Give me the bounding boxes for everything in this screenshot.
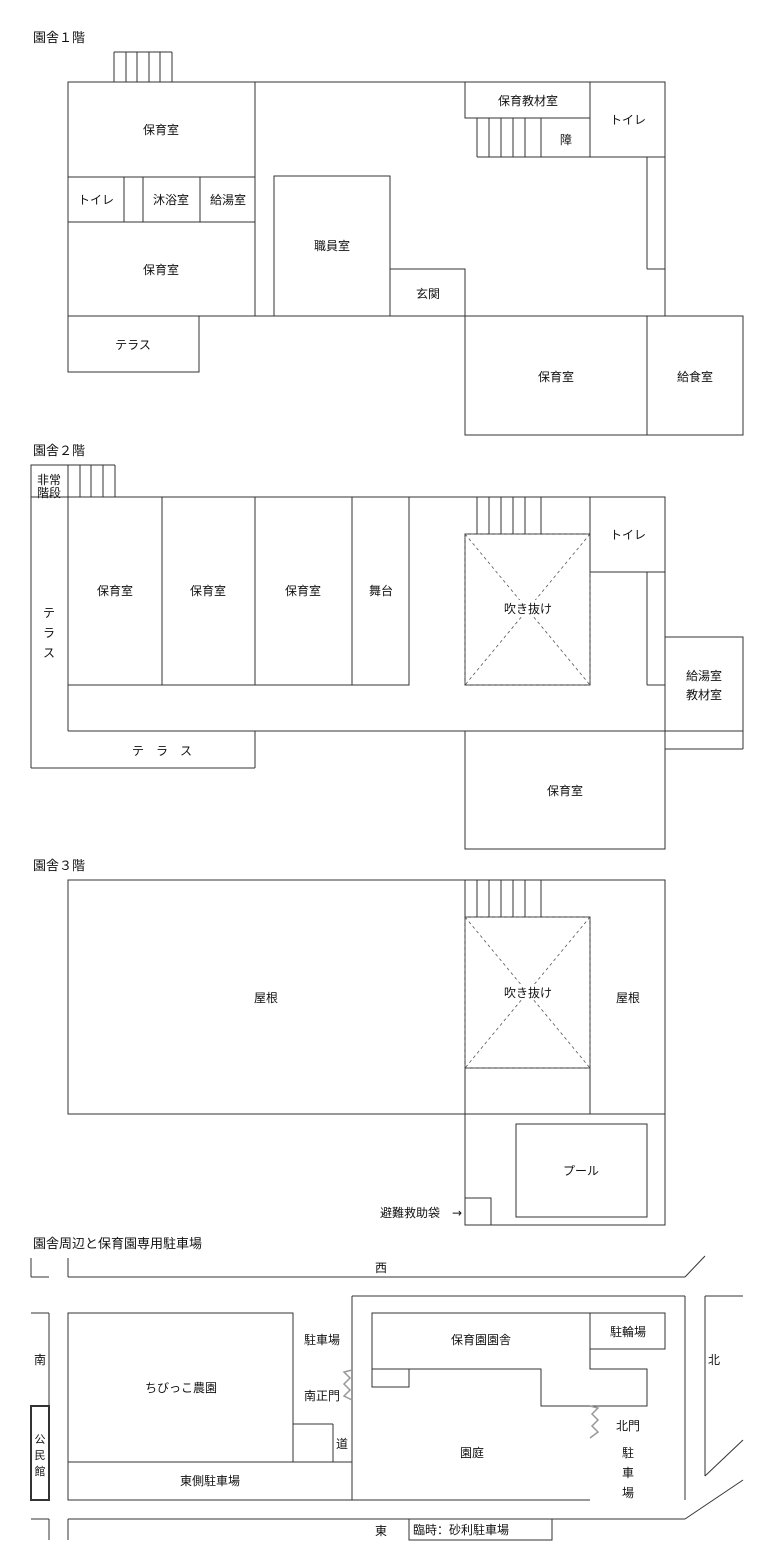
site-label-hall-1: 公 xyxy=(35,1433,46,1446)
f2-label-emergency-2: 階段 xyxy=(37,485,61,500)
f1-room-hoiku-a xyxy=(67,81,256,178)
site-label-np-2: 車 xyxy=(622,1466,634,1480)
f1-room-kitchen xyxy=(646,315,744,436)
site-label-east: 東 xyxy=(375,1524,387,1538)
f1-label-hoiku-b: 保育室 xyxy=(143,262,179,277)
site-label-bicycle: 駐輪場 xyxy=(610,1324,646,1339)
f2-label-terrace-v-3: ス xyxy=(43,646,55,660)
f2-room-kyuto xyxy=(664,636,744,732)
f1-label-toilet-a: トイレ xyxy=(78,193,114,207)
site-label-hall-3: 館 xyxy=(35,1464,46,1478)
site-label-parking: 駐車場 xyxy=(304,1332,340,1347)
f1-room-hoiku-c xyxy=(464,315,648,436)
f1-stairs-top xyxy=(113,51,173,82)
f1-row-utility xyxy=(67,176,256,223)
f1-terrace xyxy=(67,315,200,373)
f1-label-hoiku-a: 保育室 xyxy=(143,122,179,137)
f1-label-toilet-b: トイレ xyxy=(610,113,646,127)
floor-1-title: 園舎１階 xyxy=(33,31,85,46)
site-building xyxy=(371,1312,648,1407)
f1-label-entrance: 玄関 xyxy=(416,286,440,301)
f2-label-hoiku-4: 保育室 xyxy=(547,783,583,798)
f2-room-toilet xyxy=(589,496,666,573)
f2-label-emergency-1: 非常 xyxy=(37,473,61,487)
f1-room-toilet-b xyxy=(589,81,666,158)
f1-room-kyozai xyxy=(464,81,591,119)
f1-label-kyozai: 保育教材室 xyxy=(498,93,558,108)
f2-room-hoiku-3 xyxy=(254,496,353,686)
site-farm xyxy=(67,1312,294,1463)
site-label-np-1: 駐 xyxy=(622,1445,634,1460)
f1-entrance xyxy=(389,268,466,317)
f3-label-pool: プール xyxy=(563,1164,599,1178)
site-temp-parking xyxy=(408,1518,553,1541)
site-label-farm: ちびっこ農園 xyxy=(145,1381,217,1395)
f2-label-terrace-v-1: テ xyxy=(43,606,55,620)
f2-emergency-stairs xyxy=(30,464,69,498)
f1-room-staff xyxy=(273,175,391,317)
f2-room-stage xyxy=(351,496,410,686)
f2-room-hoiku-2 xyxy=(161,496,256,686)
f2-room-hoiku-1 xyxy=(67,496,163,686)
f2-room-hoiku-4 xyxy=(464,730,666,850)
f3-escape-chute xyxy=(464,1197,492,1226)
floor-2-plan: 園舎２階 xyxy=(30,444,744,850)
floor-3-title: 園舎３階 xyxy=(33,859,85,874)
site-label-garden: 園庭 xyxy=(460,1445,484,1460)
f2-label-stage: 舞台 xyxy=(369,583,393,598)
f2-label-kyuto-1: 給湯室 xyxy=(686,668,722,683)
f2-label-atrium: 吹き抜け xyxy=(504,602,552,616)
site-title: 園舎周辺と保育園専用駐車場 xyxy=(33,1236,202,1252)
site-label-south-gate: 南正門 xyxy=(304,1388,340,1403)
floor-3-plan: 園舎３階 屋根 吹き抜け 屋根 プール 避難救助袋 → xyxy=(33,859,666,1226)
f3-label-roof-1: 屋根 xyxy=(254,991,278,1005)
f3-pool xyxy=(515,1123,648,1218)
f1-label-kitchen: 給食室 xyxy=(677,369,713,384)
f2-label-kyuto-2: 教材室 xyxy=(686,687,722,702)
site-label-building: 保育園園舎 xyxy=(451,1332,511,1347)
f2-label-terrace-v-2: ラ xyxy=(43,626,55,640)
f3-label-atrium: 吹き抜け xyxy=(504,986,552,1000)
f2-label-hoiku-2: 保育室 xyxy=(190,583,226,598)
floor-2-title: 園舎２階 xyxy=(33,444,85,459)
site-north-gate xyxy=(589,1405,600,1439)
site-label-np-3: 場 xyxy=(622,1486,634,1500)
site-label-west: 西 xyxy=(375,1261,387,1275)
site-public-hall xyxy=(30,1405,50,1501)
f2-label-toilet: トイレ xyxy=(610,528,646,542)
f1-label-hoiku-c: 保育室 xyxy=(538,369,574,384)
f1-label-bath: 沐浴室 xyxy=(153,192,189,207)
f2-label-hoiku-3: 保育室 xyxy=(285,583,321,598)
site-label-east-parking: 東側駐車場 xyxy=(180,1473,240,1488)
f2-label-hoiku-1: 保育室 xyxy=(97,583,133,598)
site-map: 園舎周辺と保育園専用駐車場 xyxy=(30,1236,744,1541)
f3-label-escape: 避難救助袋 → xyxy=(380,1205,462,1220)
site-label-temp-parking: 臨時：砂利駐車場 xyxy=(413,1522,509,1537)
f1-room-hoiku-b xyxy=(67,221,256,317)
site-east-parking xyxy=(67,1461,353,1501)
site-label-north-gate: 北門 xyxy=(616,1419,640,1433)
f1-label-terrace: テラス xyxy=(115,338,151,352)
site-label-south: 南 xyxy=(34,1352,46,1367)
site-bicycle-parking xyxy=(589,1312,666,1350)
f1-label-staff: 職員室 xyxy=(314,238,350,253)
site-south-gate xyxy=(342,1369,353,1401)
f3-label-roof-2: 屋根 xyxy=(616,991,640,1005)
f2-label-terrace-h: テ ラ ス xyxy=(132,744,192,758)
site-label-road: 道 xyxy=(336,1437,348,1451)
floor-1-plan: 園舎１階 xyxy=(33,31,744,436)
f1-label-sho: 障 xyxy=(560,132,572,147)
site-label-north: 北 xyxy=(708,1353,720,1367)
site-label-hall-2: 民 xyxy=(35,1449,46,1462)
f1-label-kyuto-a: 給湯室 xyxy=(210,192,246,207)
